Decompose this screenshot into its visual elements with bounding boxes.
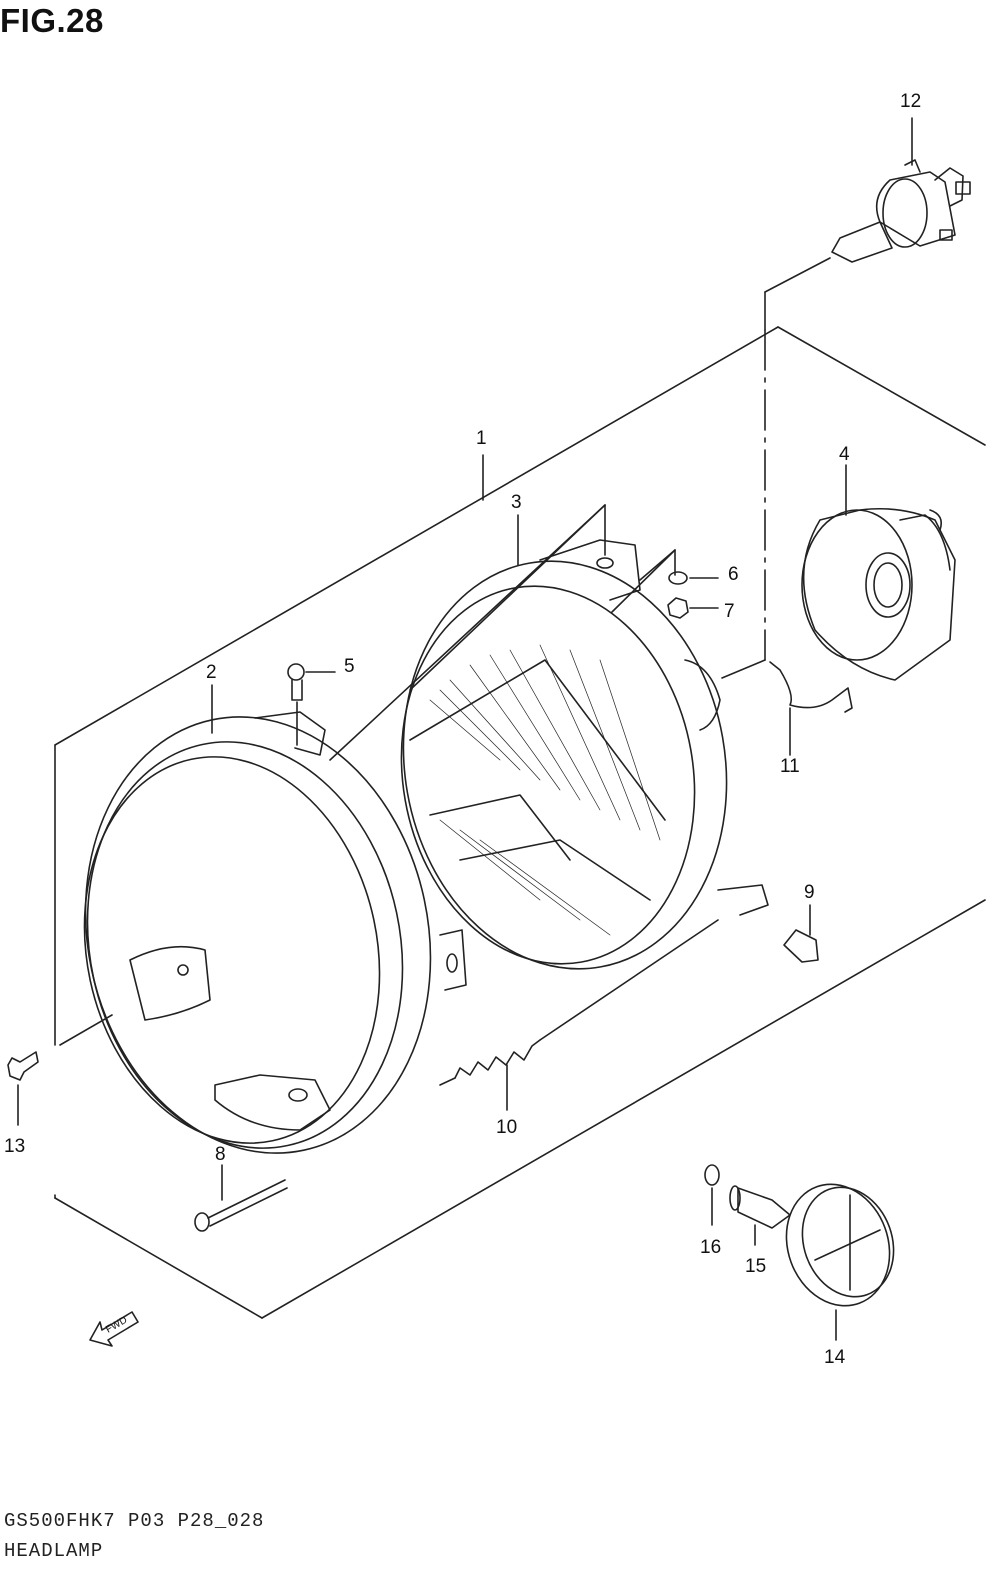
callout-3: 3 (511, 492, 522, 513)
callout-13: 13 (4, 1136, 25, 1157)
lens-hatch (429, 644, 661, 936)
callout-5: 5 (344, 656, 355, 677)
leaders-1-3 (329, 454, 676, 761)
screw-13 (7, 1051, 39, 1126)
callout-15: 15 (745, 1256, 766, 1277)
bolt-8 (194, 1164, 288, 1232)
clip-11 (769, 661, 853, 756)
socket-housing-4 (801, 464, 956, 681)
callout-7: 7 (724, 601, 735, 622)
callout-11: 11 (780, 756, 800, 777)
callout-8: 8 (215, 1144, 226, 1165)
figure-name: HEADLAMP (4, 1540, 104, 1562)
nut-7 (667, 597, 719, 619)
washer-6 (668, 571, 719, 585)
figure-code: GS500FHK7 P03 P28_028 (4, 1510, 265, 1532)
rim-2 (83, 684, 467, 1154)
callout-6: 6 (728, 564, 739, 585)
bulb-12 (831, 117, 971, 263)
lens-unit-3 (400, 514, 769, 970)
callout-2: 2 (206, 662, 217, 683)
screw-5 (287, 663, 336, 746)
callout-4: 4 (839, 444, 850, 465)
spring-10 (439, 919, 719, 1111)
washer-16 (704, 1164, 720, 1226)
callout-9: 9 (804, 882, 815, 903)
reflector-14 (785, 1183, 895, 1341)
callout-1: 1 (476, 428, 487, 449)
bulb-leader (721, 257, 831, 679)
collar-15 (729, 1185, 791, 1246)
callout-10: 10 (496, 1117, 517, 1138)
callout-16: 16 (700, 1237, 721, 1258)
callout-14: 14 (824, 1347, 846, 1368)
figure-title: FIG.28 (0, 2, 104, 39)
forward-arrow: FWD (89, 1311, 139, 1347)
assembly-box (54, 326, 986, 1319)
nut-clip-9 (783, 904, 819, 963)
callout-12: 12 (900, 91, 921, 112)
